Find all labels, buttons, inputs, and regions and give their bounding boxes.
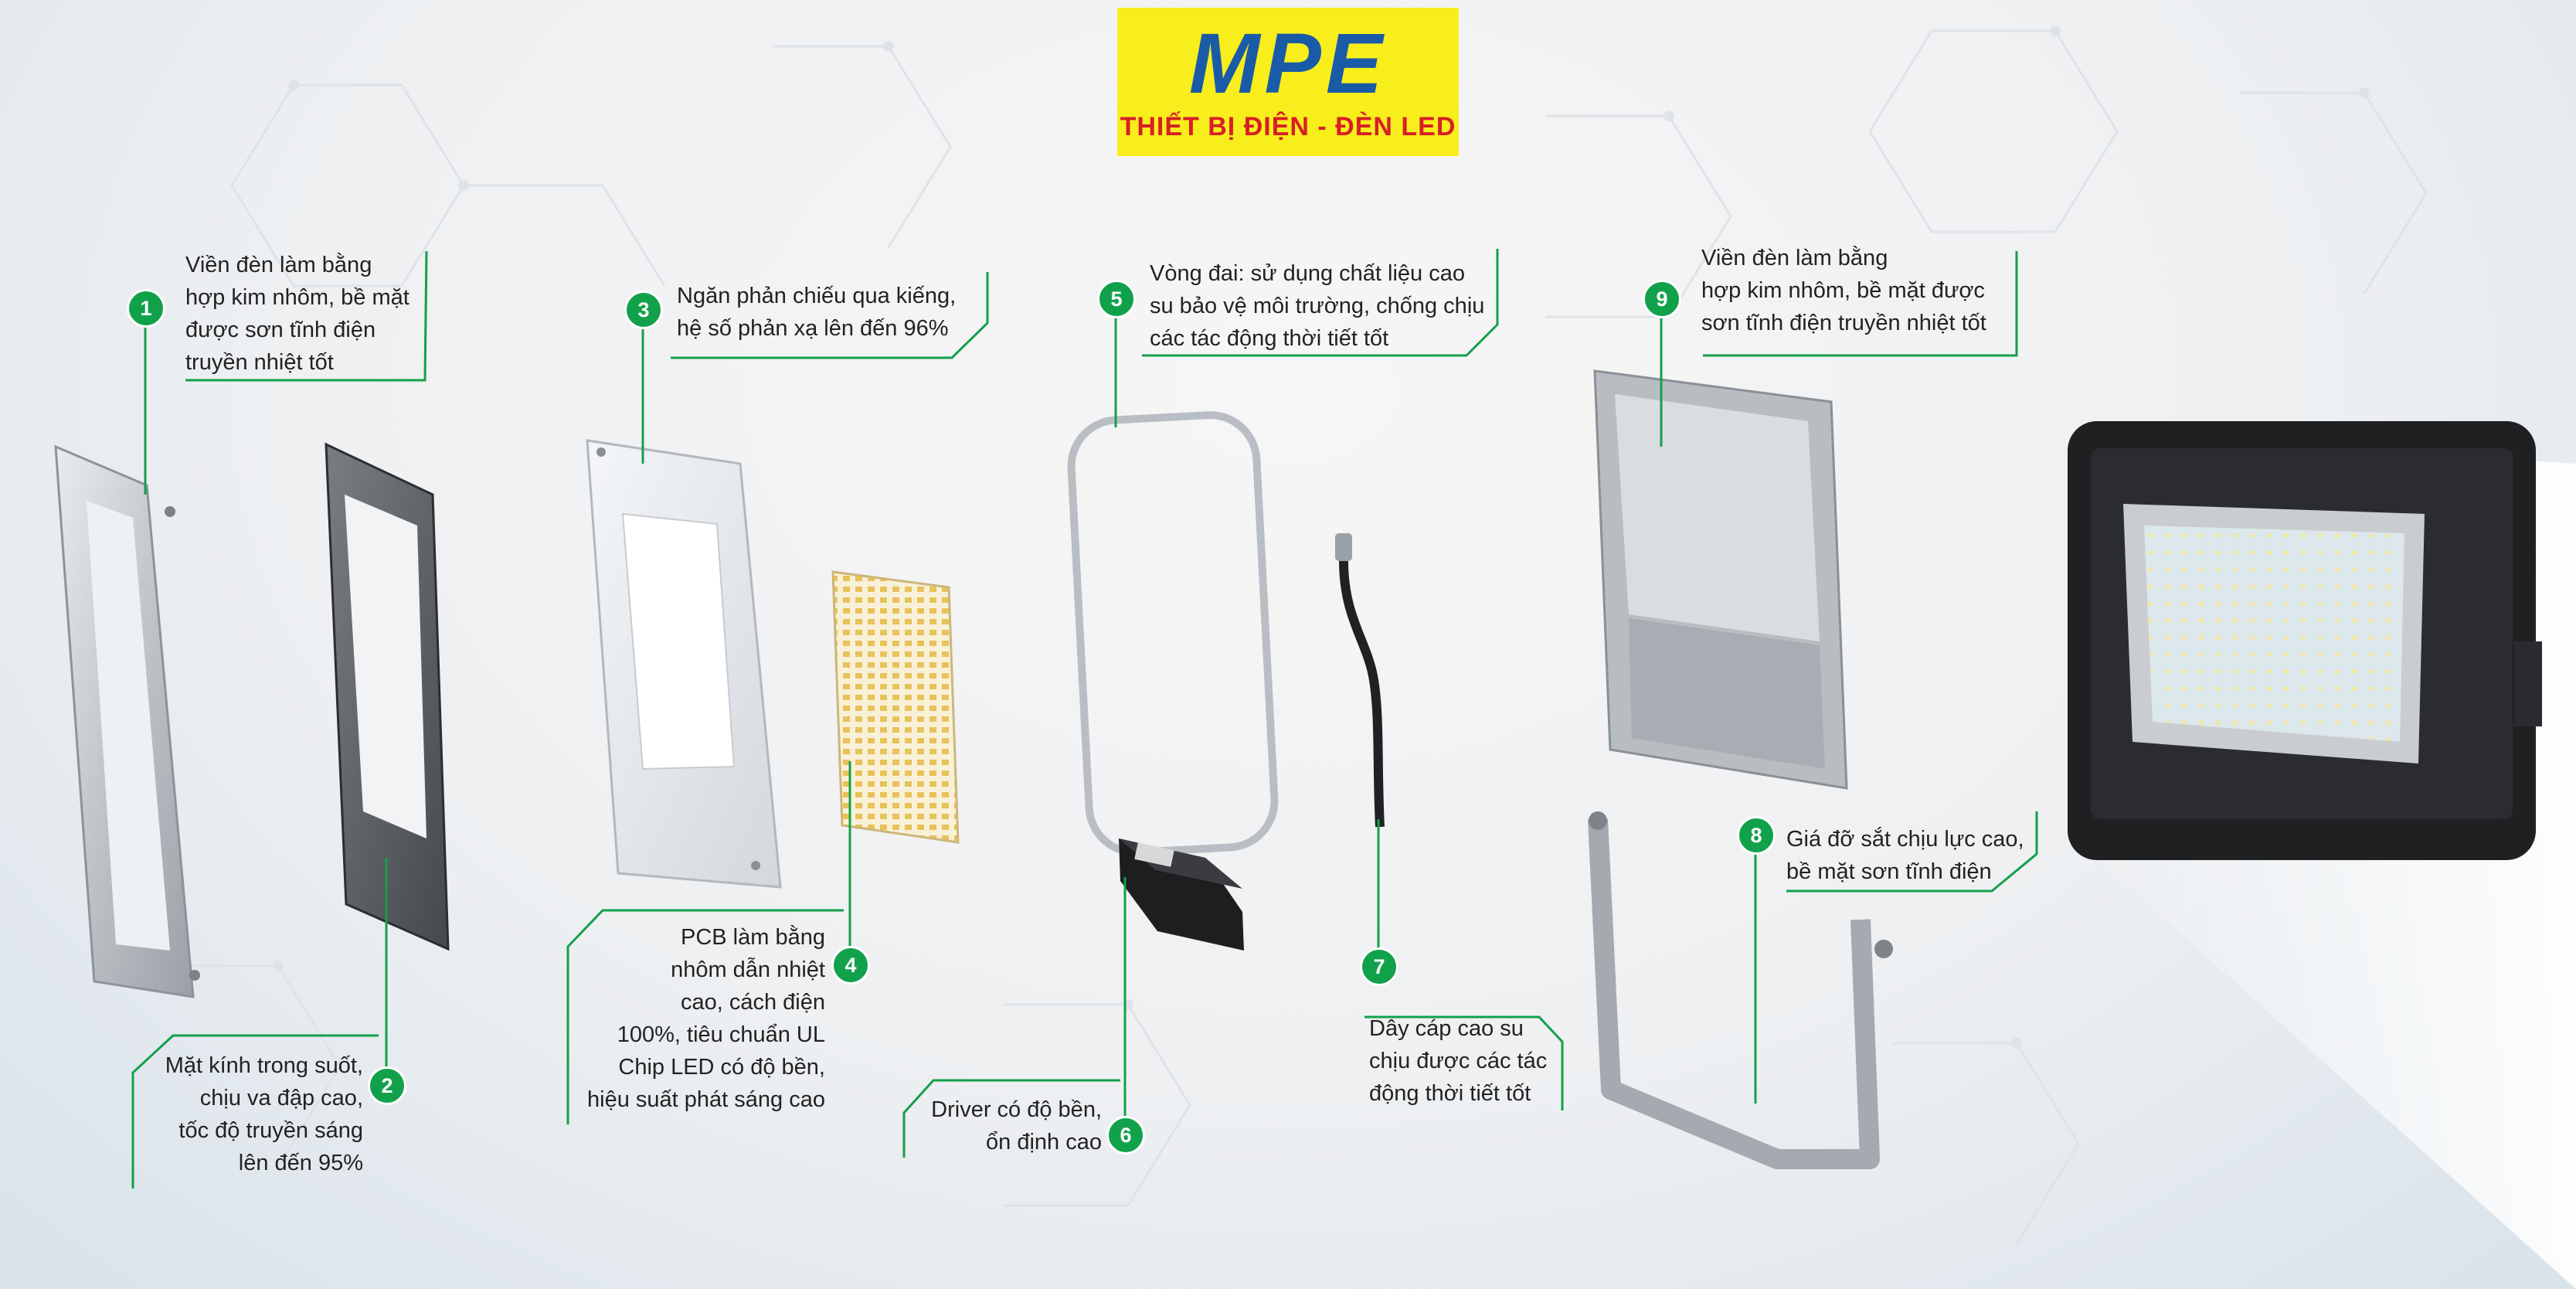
callout-4-line: 100%, tiêu chuẩn UL — [617, 1022, 825, 1047]
callout-3-line: hệ số phản xạ lên đến 96% — [677, 316, 949, 341]
callout-7-line: động thời tiết tốt — [1369, 1081, 1531, 1106]
callout-1-line: truyền nhiệt tốt — [185, 350, 334, 375]
callout-2: Mặt kính trong suốt, chịu va đập cao, tố… — [116, 1049, 363, 1179]
callout-8-line: Giá đỡ sắt chịu lực cao, — [1786, 827, 2024, 852]
callout-2-line: chịu va đập cao, — [199, 1086, 363, 1110]
callout-9: Viền đèn làm bằng hợp kim nhôm, bề mặt đ… — [1701, 242, 1986, 339]
callout-6: Driver có độ bền, ổn định cao — [889, 1093, 1102, 1158]
callout-4-line: Chip LED có độ bền, — [618, 1055, 825, 1080]
brand-logo: MPE THIẾT BỊ ĐIỆN - ĐÈN LED — [1117, 8, 1459, 156]
callout-5-line: các tác động thời tiết tốt — [1150, 326, 1389, 351]
badge-3: 3 — [624, 291, 663, 329]
callout-4-line: nhôm dẫn nhiệt — [671, 957, 825, 982]
callout-4: PCB làm bằng nhôm dẫn nhiệt cao, cách đi… — [572, 921, 825, 1116]
badge-2: 2 — [368, 1066, 406, 1105]
callout-1: Viền đèn làm bằng hợp kim nhôm, bề mặt đ… — [185, 249, 410, 379]
callout-3-line: Ngăn phản chiếu qua kiếng, — [677, 284, 957, 308]
callout-5-line: Vòng đai: sử dụng chất liệu cao — [1150, 261, 1465, 286]
led-board — [831, 570, 960, 844]
callout-2-line: tốc độ truyền sáng — [178, 1118, 363, 1143]
badge-6: 6 — [1106, 1116, 1145, 1155]
callout-6-line: Driver có độ bền, — [931, 1097, 1102, 1122]
badge-4: 4 — [831, 946, 870, 985]
callout-4-line: PCB làm bằng — [681, 925, 825, 950]
bracket — [1588, 811, 1893, 1169]
gasket-ring — [1067, 411, 1279, 856]
callout-2-line: Mặt kính trong suốt, — [165, 1053, 363, 1078]
front-frame — [54, 444, 200, 998]
callout-4-line: hiệu suất phát sáng cao — [587, 1087, 825, 1112]
callout-5-line: su bảo vệ môi trường, chống chịu — [1150, 294, 1485, 318]
callout-5: Vòng đai: sử dụng chất liệu cao su bảo v… — [1150, 257, 1484, 355]
cable — [1335, 533, 1385, 828]
callout-4-line: cao, cách điện — [680, 990, 825, 1015]
driver-box — [1119, 838, 1244, 951]
callout-2-line: lên đến 95% — [238, 1151, 363, 1175]
callout-3: Ngăn phản chiếu qua kiếng, hệ số phản xạ… — [677, 280, 956, 345]
callout-7: Dây cáp cao su chịu được các tác động th… — [1369, 1012, 1547, 1110]
reflector — [586, 439, 782, 889]
glass-panel — [325, 442, 450, 951]
badge-5: 5 — [1097, 280, 1136, 318]
callout-6-line: ổn định cao — [986, 1130, 1102, 1155]
callout-1-line: Viền đèn làm bằng — [185, 253, 372, 277]
callout-9-line: hợp kim nhôm, bề mặt được — [1701, 278, 1985, 303]
badge-7: 7 — [1360, 947, 1398, 986]
callout-1-line: hợp kim nhôm, bề mặt — [185, 285, 410, 310]
brand-name: MPE — [1188, 16, 1388, 111]
assembled-floodlight — [2068, 421, 2542, 860]
badge-1: 1 — [127, 289, 165, 328]
callout-7-line: chịu được các tác — [1369, 1049, 1548, 1073]
badge-8: 8 — [1737, 816, 1776, 855]
callout-8: Giá đỡ sắt chịu lực cao, bề mặt sơn tĩnh… — [1786, 823, 2024, 888]
callout-1-line: được sơn tĩnh điện — [185, 318, 376, 342]
callout-9-line: Viền đèn làm bằng — [1701, 246, 1888, 270]
callout-7-line: Dây cáp cao su — [1369, 1016, 1524, 1041]
brand-tagline: THIẾT BỊ ĐIỆN - ĐÈN LED — [1120, 112, 1456, 141]
badge-9: 9 — [1643, 280, 1681, 318]
callout-9-line: sơn tĩnh điện truyền nhiệt tốt — [1701, 311, 1986, 335]
callout-8-line: bề mặt sơn tĩnh điện — [1786, 859, 1992, 884]
housing — [1593, 369, 1848, 790]
